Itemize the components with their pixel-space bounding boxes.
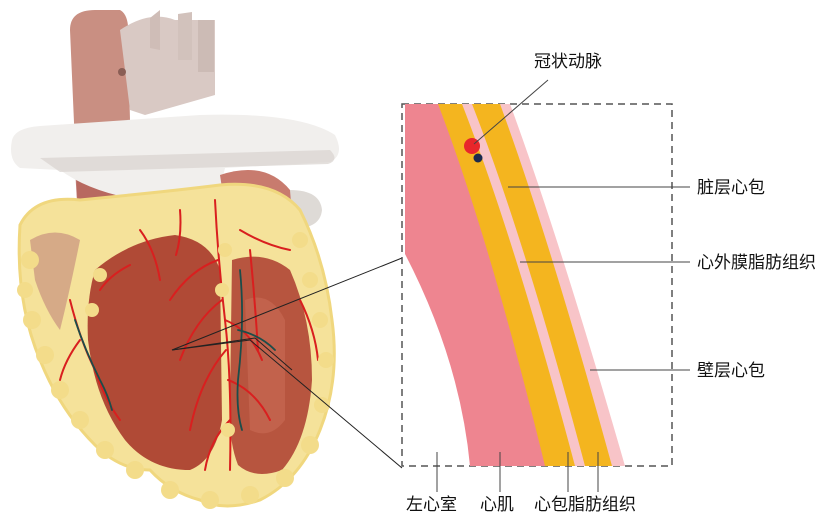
label-left-ventricle: 左心室 bbox=[406, 495, 457, 515]
aortic-branch-3 bbox=[198, 20, 214, 72]
heart-illustration bbox=[11, 10, 339, 509]
aortic-branch-1 bbox=[150, 10, 160, 50]
coronary-vein-dot bbox=[474, 154, 483, 163]
aortic-branch-2 bbox=[178, 12, 192, 60]
vessel-spot bbox=[118, 68, 126, 76]
label-pericardial-adipose: 心包脂肪组织 bbox=[534, 495, 636, 515]
label-coronary-artery: 冠状动脉 bbox=[534, 52, 602, 72]
tissue-cross-section bbox=[402, 104, 672, 466]
label-myocardium: 心肌 bbox=[480, 495, 514, 515]
label-parietal-pericardium: 壁层心包 bbox=[697, 361, 765, 381]
label-epicardial-adipose: 心外膜脂肪组织 bbox=[697, 253, 816, 273]
label-visceral-pericardium: 脏层心包 bbox=[697, 178, 765, 198]
